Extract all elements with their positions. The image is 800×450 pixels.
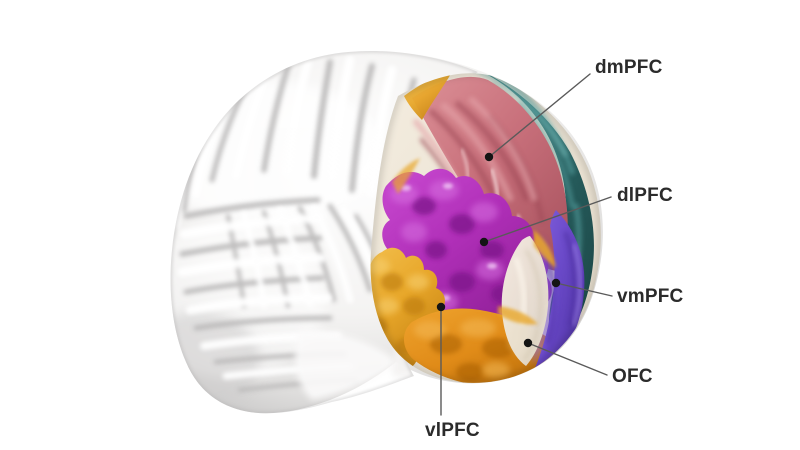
region-label-ofc: OFC	[612, 366, 653, 387]
leader-line-dlpfc	[483, 196, 612, 243]
annotation-dots	[436, 152, 561, 348]
region-superior-gold-strip	[404, 73, 452, 120]
region-label-dlpfc: dlPFC	[617, 185, 673, 206]
marker-dot-dmpfc	[484, 152, 494, 162]
marker-dot-vlpfc	[436, 302, 446, 312]
leader-line-dmpfc	[488, 73, 591, 158]
region-label-vlpfc: vlPFC	[425, 420, 480, 441]
anterior-orange-trim	[392, 158, 556, 325]
marker-dot-vmpfc	[551, 278, 561, 288]
region-label-dmpfc: dmPFC	[595, 57, 663, 78]
leader-line-ofc	[527, 342, 608, 376]
region-label-vmpfc: vmPFC	[617, 286, 684, 307]
marker-dot-ofc	[523, 338, 533, 348]
annotation-leaders	[440, 73, 613, 416]
region-dlpfc-superior	[412, 76, 568, 273]
marker-dot-dlpfc	[479, 237, 489, 247]
leader-line-vmpfc	[555, 282, 613, 297]
